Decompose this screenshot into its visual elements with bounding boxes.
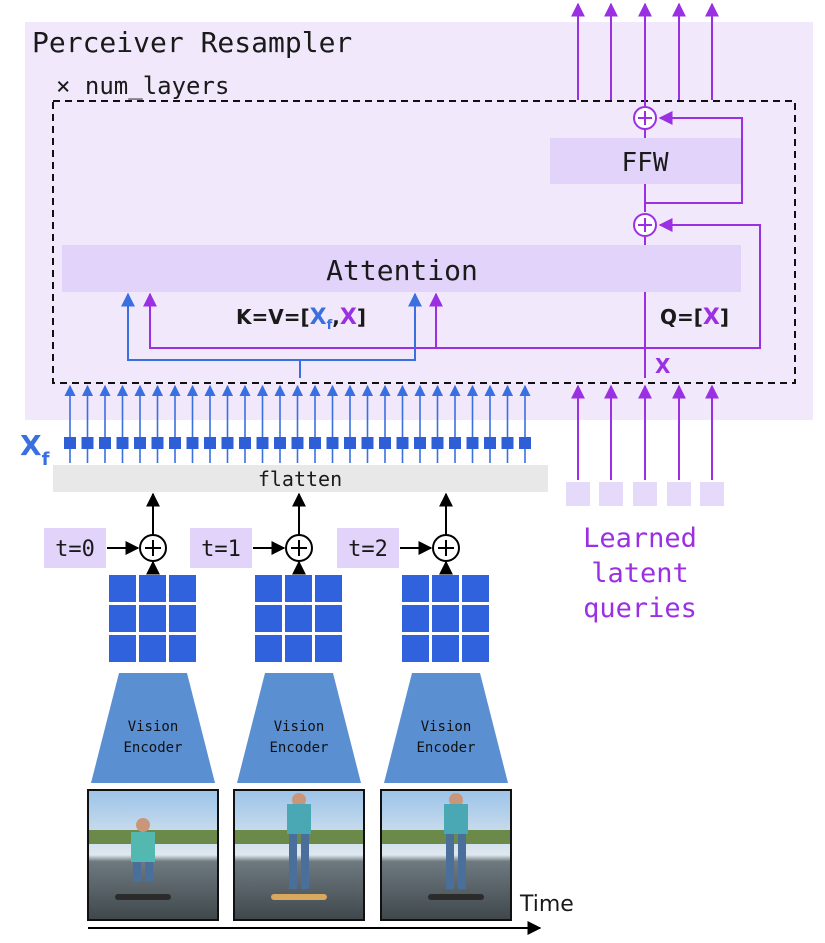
- vision-encoder: [91, 673, 215, 783]
- vision-encoder: [384, 673, 508, 783]
- flattened-tokens: [64, 384, 531, 463]
- flatten-label: flatten: [258, 467, 342, 491]
- feature-grid: [255, 575, 342, 662]
- time-step-label: t=1: [201, 537, 241, 562]
- flattened-token: [309, 384, 321, 463]
- output-arrows: [571, 2, 719, 100]
- flattened-token: [414, 384, 426, 463]
- vision-encoder-label: Vision: [421, 719, 472, 735]
- flattened-token: [169, 384, 181, 463]
- latent-query: [700, 384, 724, 506]
- flattened-token: [256, 384, 269, 463]
- latent-label-line-1: Learned: [583, 523, 697, 554]
- latent-label-line-3: queries: [583, 593, 697, 624]
- flattened-token: [64, 384, 76, 463]
- flatten-bar: [53, 465, 548, 492]
- xf-label: Xf: [20, 429, 50, 470]
- ffw-label: FFW: [622, 148, 669, 178]
- time-step-label: t=0: [55, 537, 95, 562]
- add-node-attention: [633, 213, 657, 237]
- latent-query: [599, 384, 623, 506]
- flattened-token: [204, 384, 216, 463]
- vision-encoder-label: Vision: [128, 719, 179, 735]
- video-frame: [233, 789, 365, 921]
- flattened-token: [99, 384, 111, 463]
- flattened-token: [221, 384, 234, 463]
- latent-query: [566, 384, 590, 506]
- flattened-token: [431, 384, 444, 463]
- ffw-box: [550, 138, 741, 184]
- vision-encoder-label: Encoder: [416, 740, 475, 756]
- flattened-token: [484, 384, 496, 463]
- video-frame: [87, 789, 219, 921]
- num-layers-label: × num_layers: [56, 72, 229, 100]
- add-node-ffw: [633, 106, 657, 130]
- resampler-title: Perceiver Resampler: [32, 26, 352, 59]
- flattened-token: [519, 384, 531, 463]
- layer-repeat-box: [52, 100, 796, 384]
- time-add-node: [285, 534, 313, 562]
- flattened-token: [361, 384, 374, 463]
- vision-encoder-label: Vision: [274, 719, 325, 735]
- time-add-node: [139, 534, 167, 562]
- latent-queries: [566, 384, 724, 506]
- vision-encoder-label: Encoder: [269, 740, 328, 756]
- flattened-token: [466, 384, 479, 463]
- attention-box: [62, 245, 741, 292]
- vision-encoder-label: Encoder: [123, 740, 182, 756]
- x-latent-label: X: [655, 354, 671, 378]
- flattened-token: [344, 384, 356, 463]
- flattened-token: [274, 384, 286, 463]
- flattened-token: [449, 384, 461, 463]
- video-frame: [380, 789, 512, 921]
- time-step-box: [44, 528, 106, 568]
- flattened-token: [501, 384, 514, 463]
- kv-label: K=V=[Xf,X]: [236, 305, 366, 333]
- resampler-panel: [25, 22, 813, 420]
- feature-grid: [402, 575, 489, 662]
- frame-columns: t=0VisionEncodert=1VisionEncodert=2Visio…: [44, 492, 512, 921]
- flattened-token: [151, 384, 164, 463]
- xf-attention-path: [121, 292, 422, 378]
- flattened-token: [396, 384, 409, 463]
- time-label: Time: [519, 892, 574, 917]
- flattened-token: [186, 384, 199, 463]
- flattened-token: [326, 384, 339, 463]
- flattened-token: [379, 384, 391, 463]
- latent-label-line-2: latent: [591, 558, 689, 589]
- flattened-token: [134, 384, 146, 463]
- flattened-token: [81, 384, 94, 463]
- vision-encoder: [237, 673, 361, 783]
- latent-query: [633, 384, 657, 506]
- feature-grid: [109, 575, 196, 662]
- time-add-node: [432, 534, 460, 562]
- residual-connections: [143, 100, 761, 378]
- latent-query: [667, 384, 691, 506]
- flattened-token: [239, 384, 251, 463]
- time-step-label: t=2: [348, 537, 388, 562]
- time-step-box: [190, 528, 252, 568]
- time-step-box: [337, 528, 399, 568]
- attention-label: Attention: [326, 254, 478, 287]
- q-label: Q=[X]: [660, 305, 729, 330]
- flattened-token: [116, 384, 129, 463]
- flattened-token: [291, 384, 304, 463]
